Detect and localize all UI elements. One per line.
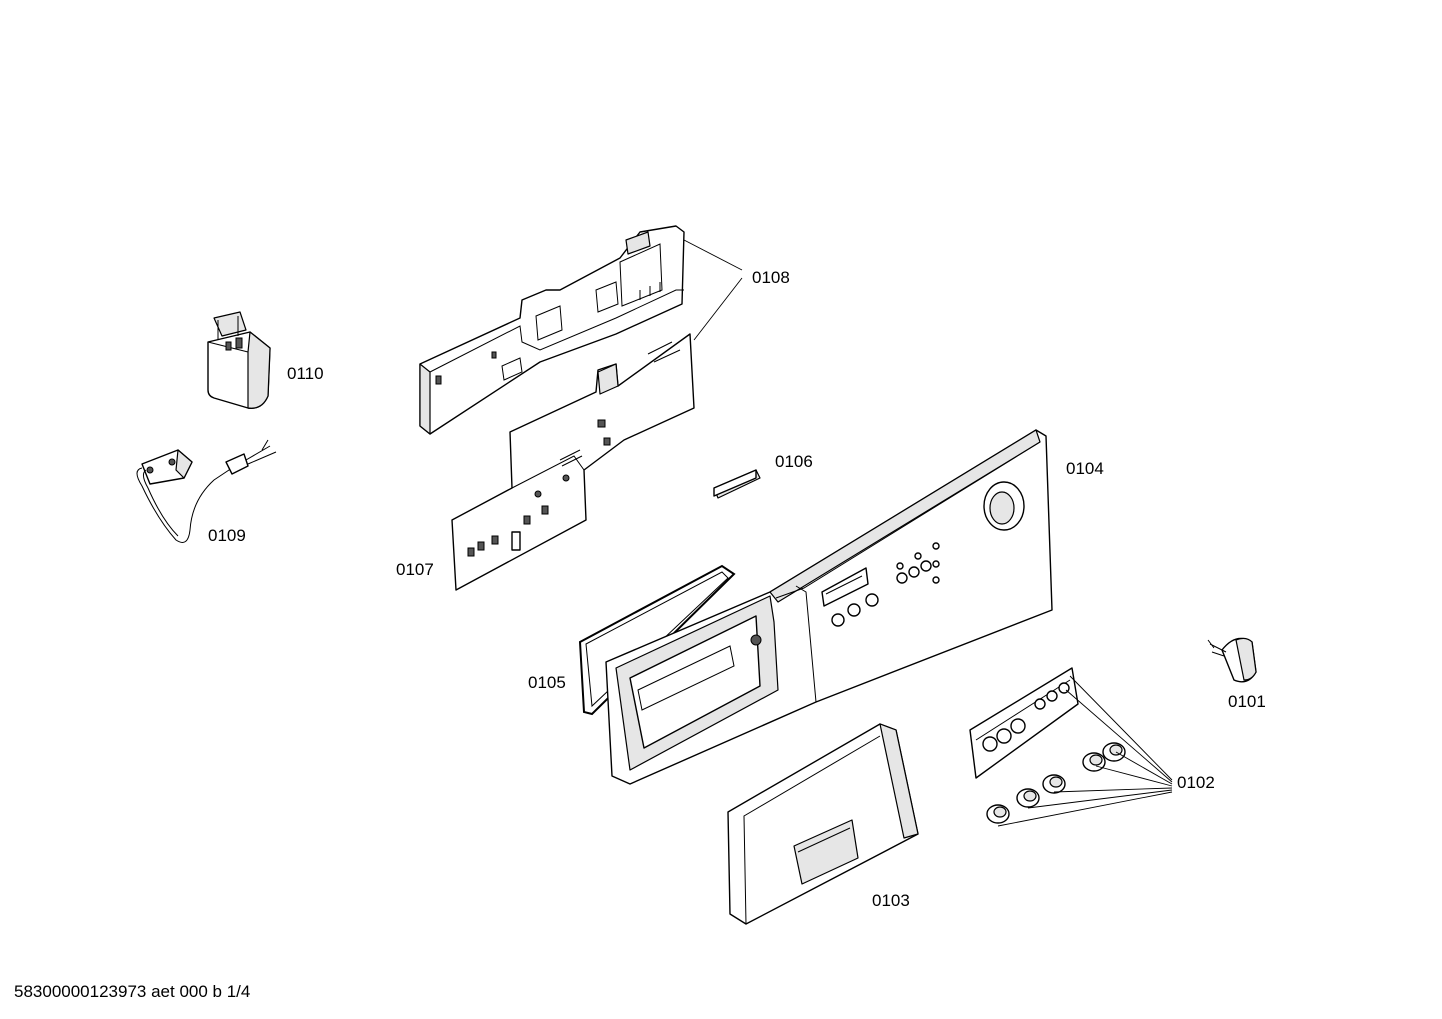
part-0106-display-window (713, 469, 761, 499)
label-0109: 0109 (208, 526, 246, 545)
label-0103: 0103 (872, 891, 910, 910)
part-0102-button-module (969, 667, 1126, 824)
part-0108-pcb-carrier (419, 225, 685, 435)
label-0101: 0101 (1228, 692, 1266, 711)
label-0104: 0104 (1066, 459, 1104, 478)
leader-lines (683, 239, 1173, 827)
part-0104-control-panel (605, 429, 1053, 785)
label-0107: 0107 (396, 560, 434, 579)
label-0106: 0106 (775, 452, 813, 471)
label-0110: 0110 (287, 364, 324, 383)
label-0105: 0105 (528, 673, 566, 692)
part-0109-mains-cable (136, 439, 277, 543)
drawing-id: 58300000123973 aet 000 b 1/4 (14, 982, 250, 1001)
label-0108: 0108 (752, 268, 790, 287)
part-0101-program-knob (1207, 637, 1257, 683)
part-0103-drawer-cover (727, 723, 919, 925)
part-0110-suppressor (207, 311, 271, 409)
part-0107-control-pcb (451, 333, 695, 591)
label-0102: 0102 (1177, 773, 1215, 792)
